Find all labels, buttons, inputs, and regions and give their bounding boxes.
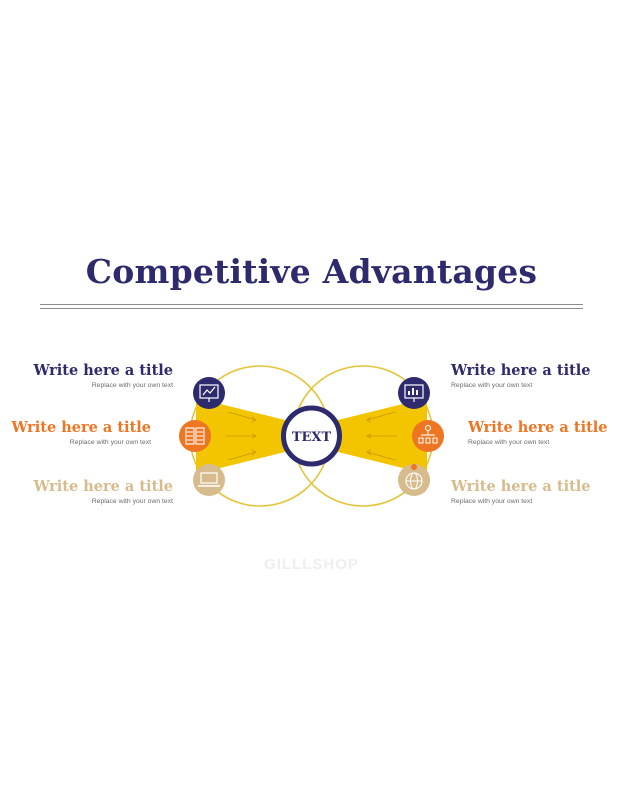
left-item-1-title: Write here a title (33, 362, 173, 379)
right-item-3-subtitle: Replace with your own text (451, 498, 533, 505)
right-item-2-title: Write here a title (468, 419, 608, 436)
left-item-2: Write here a title Replace with your own… (0, 419, 151, 447)
left-item-3-subtitle: Replace with your own text (91, 498, 173, 505)
right-item-2-subtitle: Replace with your own text (468, 439, 550, 446)
right-item-3-title: Write here a title (451, 478, 591, 495)
left-item-1: Write here a title Replace with your own… (0, 362, 173, 390)
chart-icon (193, 377, 225, 409)
laptop-icon (193, 464, 225, 496)
org-chart-icon (412, 420, 444, 452)
right-arrows (366, 411, 397, 461)
left-arrows (226, 411, 257, 461)
server-icon (179, 420, 211, 452)
watermark: GILLLSHOP (264, 556, 359, 573)
title-divider-top (40, 304, 583, 305)
left-item-2-subtitle: Replace with your own text (69, 439, 151, 446)
center-hub (281, 405, 342, 467)
presentation-icon (398, 377, 430, 409)
right-item-2: Write here a title Replace with your own… (468, 419, 623, 447)
left-item-3-title: Write here a title (33, 478, 173, 495)
right-item-1-title: Write here a title (451, 362, 591, 379)
left-item-2-title: Write here a title (11, 419, 151, 436)
left-item-3: Write here a title Replace with your own… (0, 478, 173, 506)
right-item-1-subtitle: Replace with your own text (451, 382, 533, 389)
right-item-1: Write here a title Replace with your own… (451, 362, 623, 390)
center-label: TEXT (292, 430, 332, 445)
globe-location-icon (398, 464, 430, 496)
right-item-3: Write here a title Replace with your own… (451, 478, 623, 506)
title-divider-bottom (40, 308, 583, 309)
left-item-1-subtitle: Replace with your own text (91, 382, 173, 389)
page-title: Competitive Advantages (85, 252, 538, 291)
